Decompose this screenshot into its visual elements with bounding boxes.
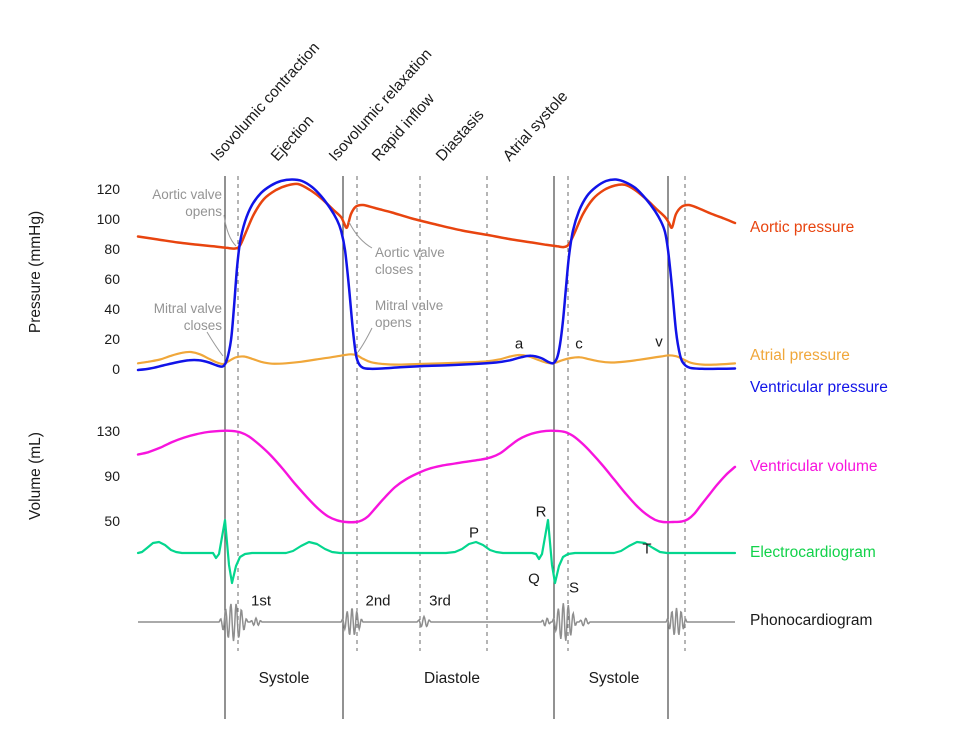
legend-ventricular-pressure: Ventricular pressure (750, 379, 888, 396)
annotation-aortic-valve-closes: Aortic valve closes (375, 244, 445, 278)
annotation-line: closes (375, 262, 414, 277)
leader-mitral-valve-closes (206, 331, 224, 357)
point-label-p: P (468, 524, 480, 542)
leader-aortic-valve-opens (223, 214, 237, 247)
point-label-1st: 1st (250, 592, 272, 610)
annotation-line: Aortic valve (375, 245, 445, 260)
curve-phonocardiogram (138, 603, 735, 642)
cycle-label-systole-0: Systole (258, 670, 310, 687)
legend-electrocardiogram: Electrocardiogram (750, 544, 876, 561)
volume-tick-50: 50 (104, 513, 120, 529)
annotation-mitral-valve-closes: Mitral valve closes (154, 300, 222, 334)
annotation-aortic-valve-opens: Aortic valve opens (152, 186, 222, 220)
leader-aortic-valve-closes (348, 221, 373, 249)
phase-label-isovolumic-contraction: Isovolumic contraction (207, 39, 324, 165)
pressure-tick-20: 20 (104, 331, 120, 347)
annotation-line: closes (183, 318, 222, 333)
pressure-tick-0: 0 (112, 361, 120, 377)
point-label-v: v (655, 333, 663, 351)
annotation-line: opens (185, 204, 222, 219)
pressure-tick-120: 120 (96, 181, 120, 197)
point-label-t: T (642, 540, 652, 558)
point-label-r: R (535, 503, 547, 521)
point-label-3rd: 3rd (429, 592, 451, 610)
pressure-tick-60: 60 (104, 271, 120, 287)
point-label-c: c (575, 335, 583, 353)
pressure-tick-100: 100 (96, 211, 120, 227)
curve-electrocardiogram (136, 518, 737, 585)
pressure-tick-80: 80 (104, 241, 120, 257)
pressure-axis-title: Pressure (mmHg) (27, 210, 44, 334)
phase-label-diastasis: Diastasis (432, 106, 488, 165)
point-label-s: S (568, 579, 580, 597)
legend-atrial-pressure: Atrial pressure (750, 347, 850, 364)
annotation-mitral-valve-opens: Mitral valve opens (375, 297, 443, 331)
leader-mitral-valve-opens (357, 327, 373, 353)
volume-tick-90: 90 (104, 468, 120, 484)
phase-label-ejection: Ejection (267, 112, 318, 165)
curve-aortic-pressure (136, 182, 737, 250)
point-label-a: a (514, 335, 524, 353)
volume-tick-130: 130 (96, 423, 120, 439)
point-label-2nd: 2nd (365, 592, 391, 610)
annotation-line: Mitral valve (153, 301, 222, 316)
point-label-q: Q (528, 570, 540, 588)
annotation-line: Mitral valve (375, 298, 444, 313)
curve-atrial-pressure (136, 350, 737, 366)
volume-axis-title: Volume (mL) (27, 432, 44, 520)
annotation-line: opens (375, 315, 412, 330)
legend-aortic-pressure: Aortic pressure (750, 219, 855, 236)
curve-ventricular-pressure (136, 178, 737, 372)
pressure-tick-40: 40 (104, 301, 120, 317)
phase-label-atrial-systole: Atrial systole (499, 87, 572, 165)
cycle-label-systole-2: Systole (588, 670, 640, 687)
legend-phonocardiogram: Phonocardiogram (750, 612, 873, 629)
legend-ventricular-volume: Ventricular volume (750, 458, 878, 475)
curve-ventricular-volume (136, 429, 737, 524)
cycle-label-diastole-1: Diastole (424, 670, 480, 687)
annotation-line: Aortic valve (152, 187, 222, 202)
